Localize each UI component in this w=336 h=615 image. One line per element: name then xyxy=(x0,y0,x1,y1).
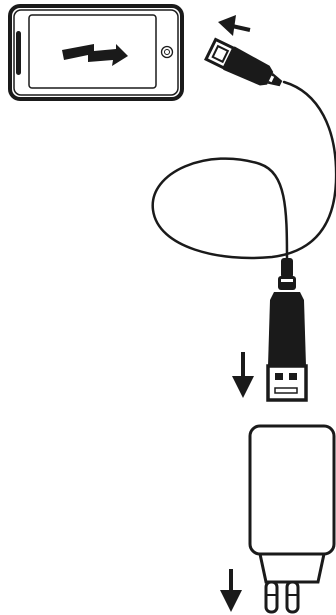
arrow-left-icon xyxy=(218,15,250,36)
charger-prong-left xyxy=(266,582,277,612)
phone-speaker xyxy=(16,31,21,75)
micro-usb-connector-icon xyxy=(205,38,287,96)
charger-prong-right xyxy=(287,582,298,612)
smartphone-icon xyxy=(10,6,182,99)
arrow-down-icon xyxy=(220,569,242,612)
phone-home-button xyxy=(162,47,173,58)
usb-cable-icon xyxy=(153,82,336,260)
wall-charger-icon xyxy=(250,426,334,612)
usb-a-connector-icon xyxy=(268,258,306,400)
arrow-down-icon xyxy=(232,352,254,398)
